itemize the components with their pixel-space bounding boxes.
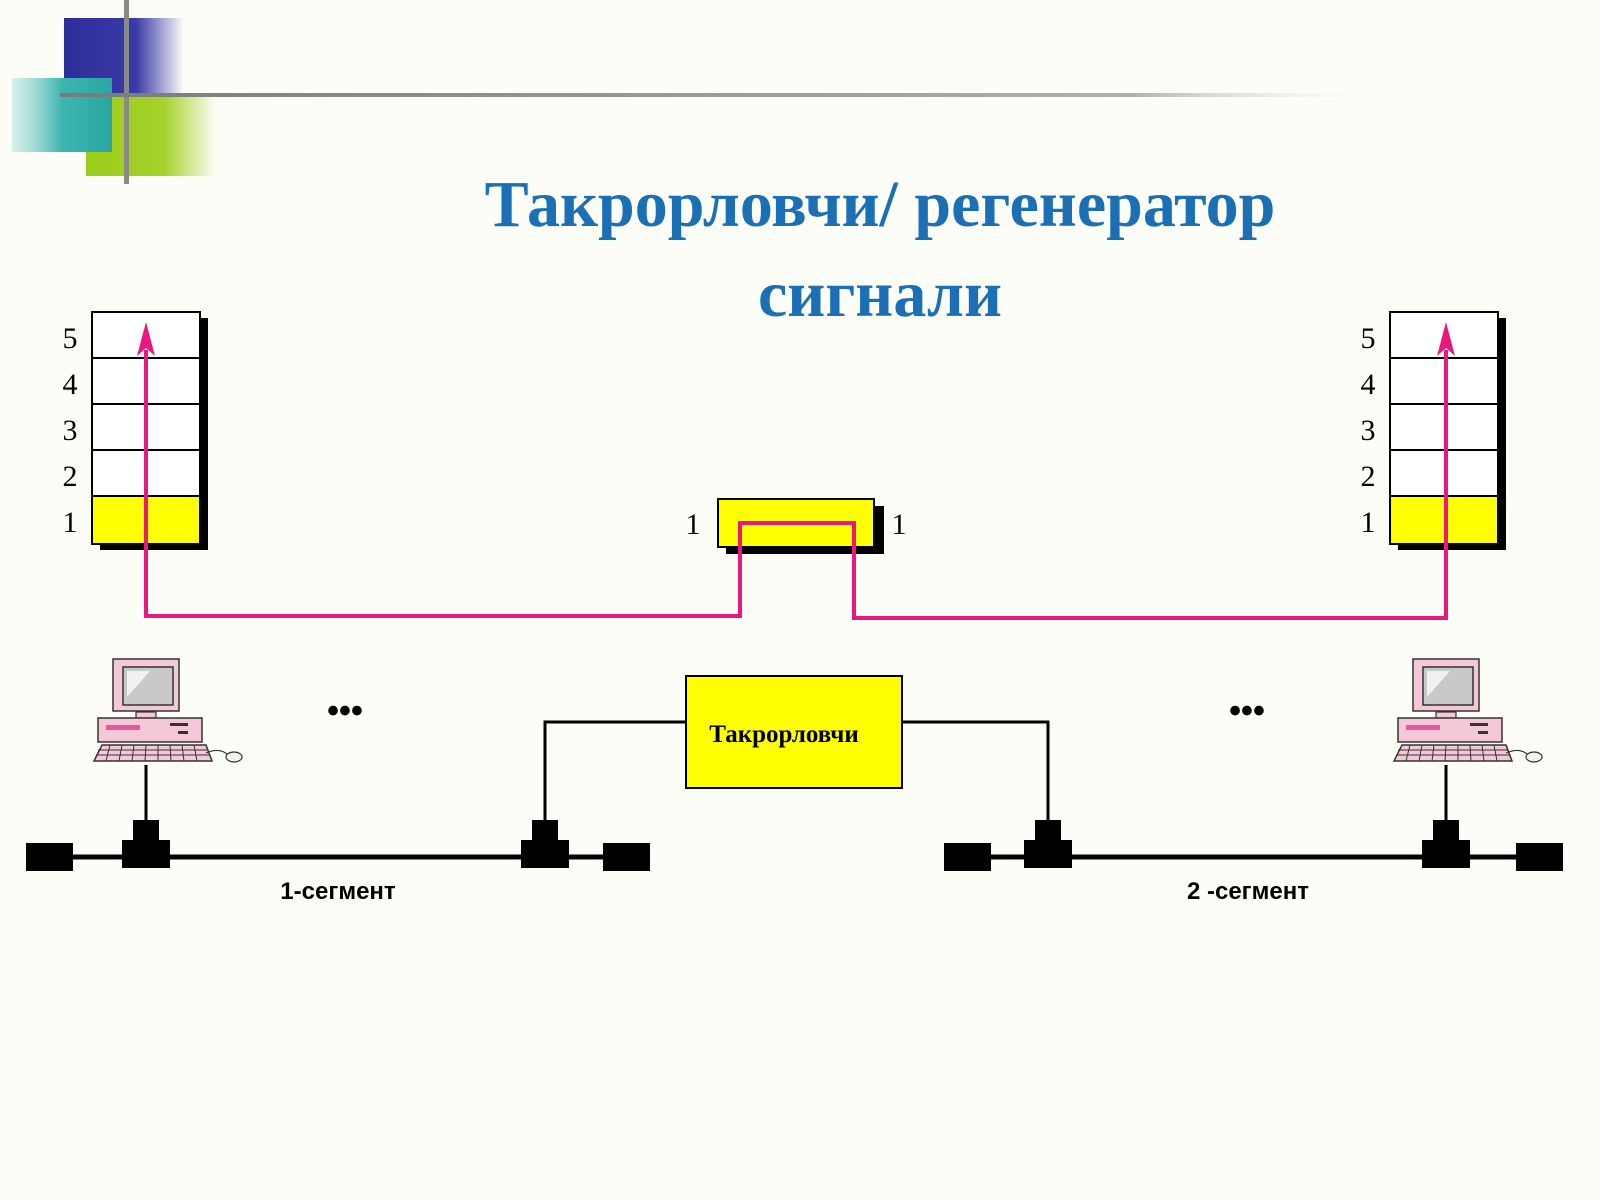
right-layer-label-2: 2 — [1361, 460, 1376, 493]
terminator-icon — [1516, 843, 1563, 871]
terminator-icon — [26, 843, 73, 871]
t-connector-icon — [521, 820, 569, 868]
segment1-label: 1-сегмент — [280, 878, 396, 905]
slide-title: Такрорловчи/ регенератор сигнали — [380, 160, 1380, 340]
repeater-label: Такрорловчи — [709, 721, 859, 748]
slide-title-line-2: сигнали — [758, 258, 1002, 331]
segment2-ellipsis: ••• — [1229, 692, 1265, 730]
right-layer-label-5: 5 — [1361, 322, 1376, 355]
corner-decoration — [12, 0, 1400, 184]
bus-segment-1 — [26, 765, 650, 871]
right-layer-label-4: 4 — [1361, 368, 1376, 401]
terminator-icon — [944, 843, 991, 871]
right-layer-label-1: 1 — [1361, 506, 1376, 539]
repeater-port-right-label: 1 — [892, 508, 907, 541]
left-layer-label-2: 2 — [63, 460, 78, 493]
t-connector-icon — [122, 820, 170, 868]
right-layer-label-3: 3 — [1361, 414, 1376, 447]
left-layer-label-1: 1 — [63, 506, 78, 539]
bus-segment-2 — [944, 765, 1563, 871]
signal-path — [137, 322, 1455, 620]
t-connector-icon — [1422, 820, 1470, 868]
computer-icon — [1393, 658, 1543, 763]
segment1-ellipsis: ••• — [327, 692, 363, 730]
segment2-label: 2 -сегмент — [1187, 878, 1309, 905]
left-layer-label-5: 5 — [63, 322, 78, 355]
repeater-device — [543, 675, 1050, 828]
left-layer-label-4: 4 — [63, 368, 78, 401]
terminator-icon — [603, 843, 650, 871]
t-connector-icon — [1024, 820, 1072, 868]
computer-icon — [93, 658, 243, 763]
slide-title-line-1: Такрорловчи/ регенератор — [484, 168, 1276, 241]
left-layer-label-3: 3 — [63, 414, 78, 447]
arrow-up-icon — [1437, 322, 1455, 356]
arrow-up-icon — [137, 322, 155, 356]
repeater-port-left-label: 1 — [686, 508, 701, 541]
repeater-layer-box — [717, 498, 884, 554]
